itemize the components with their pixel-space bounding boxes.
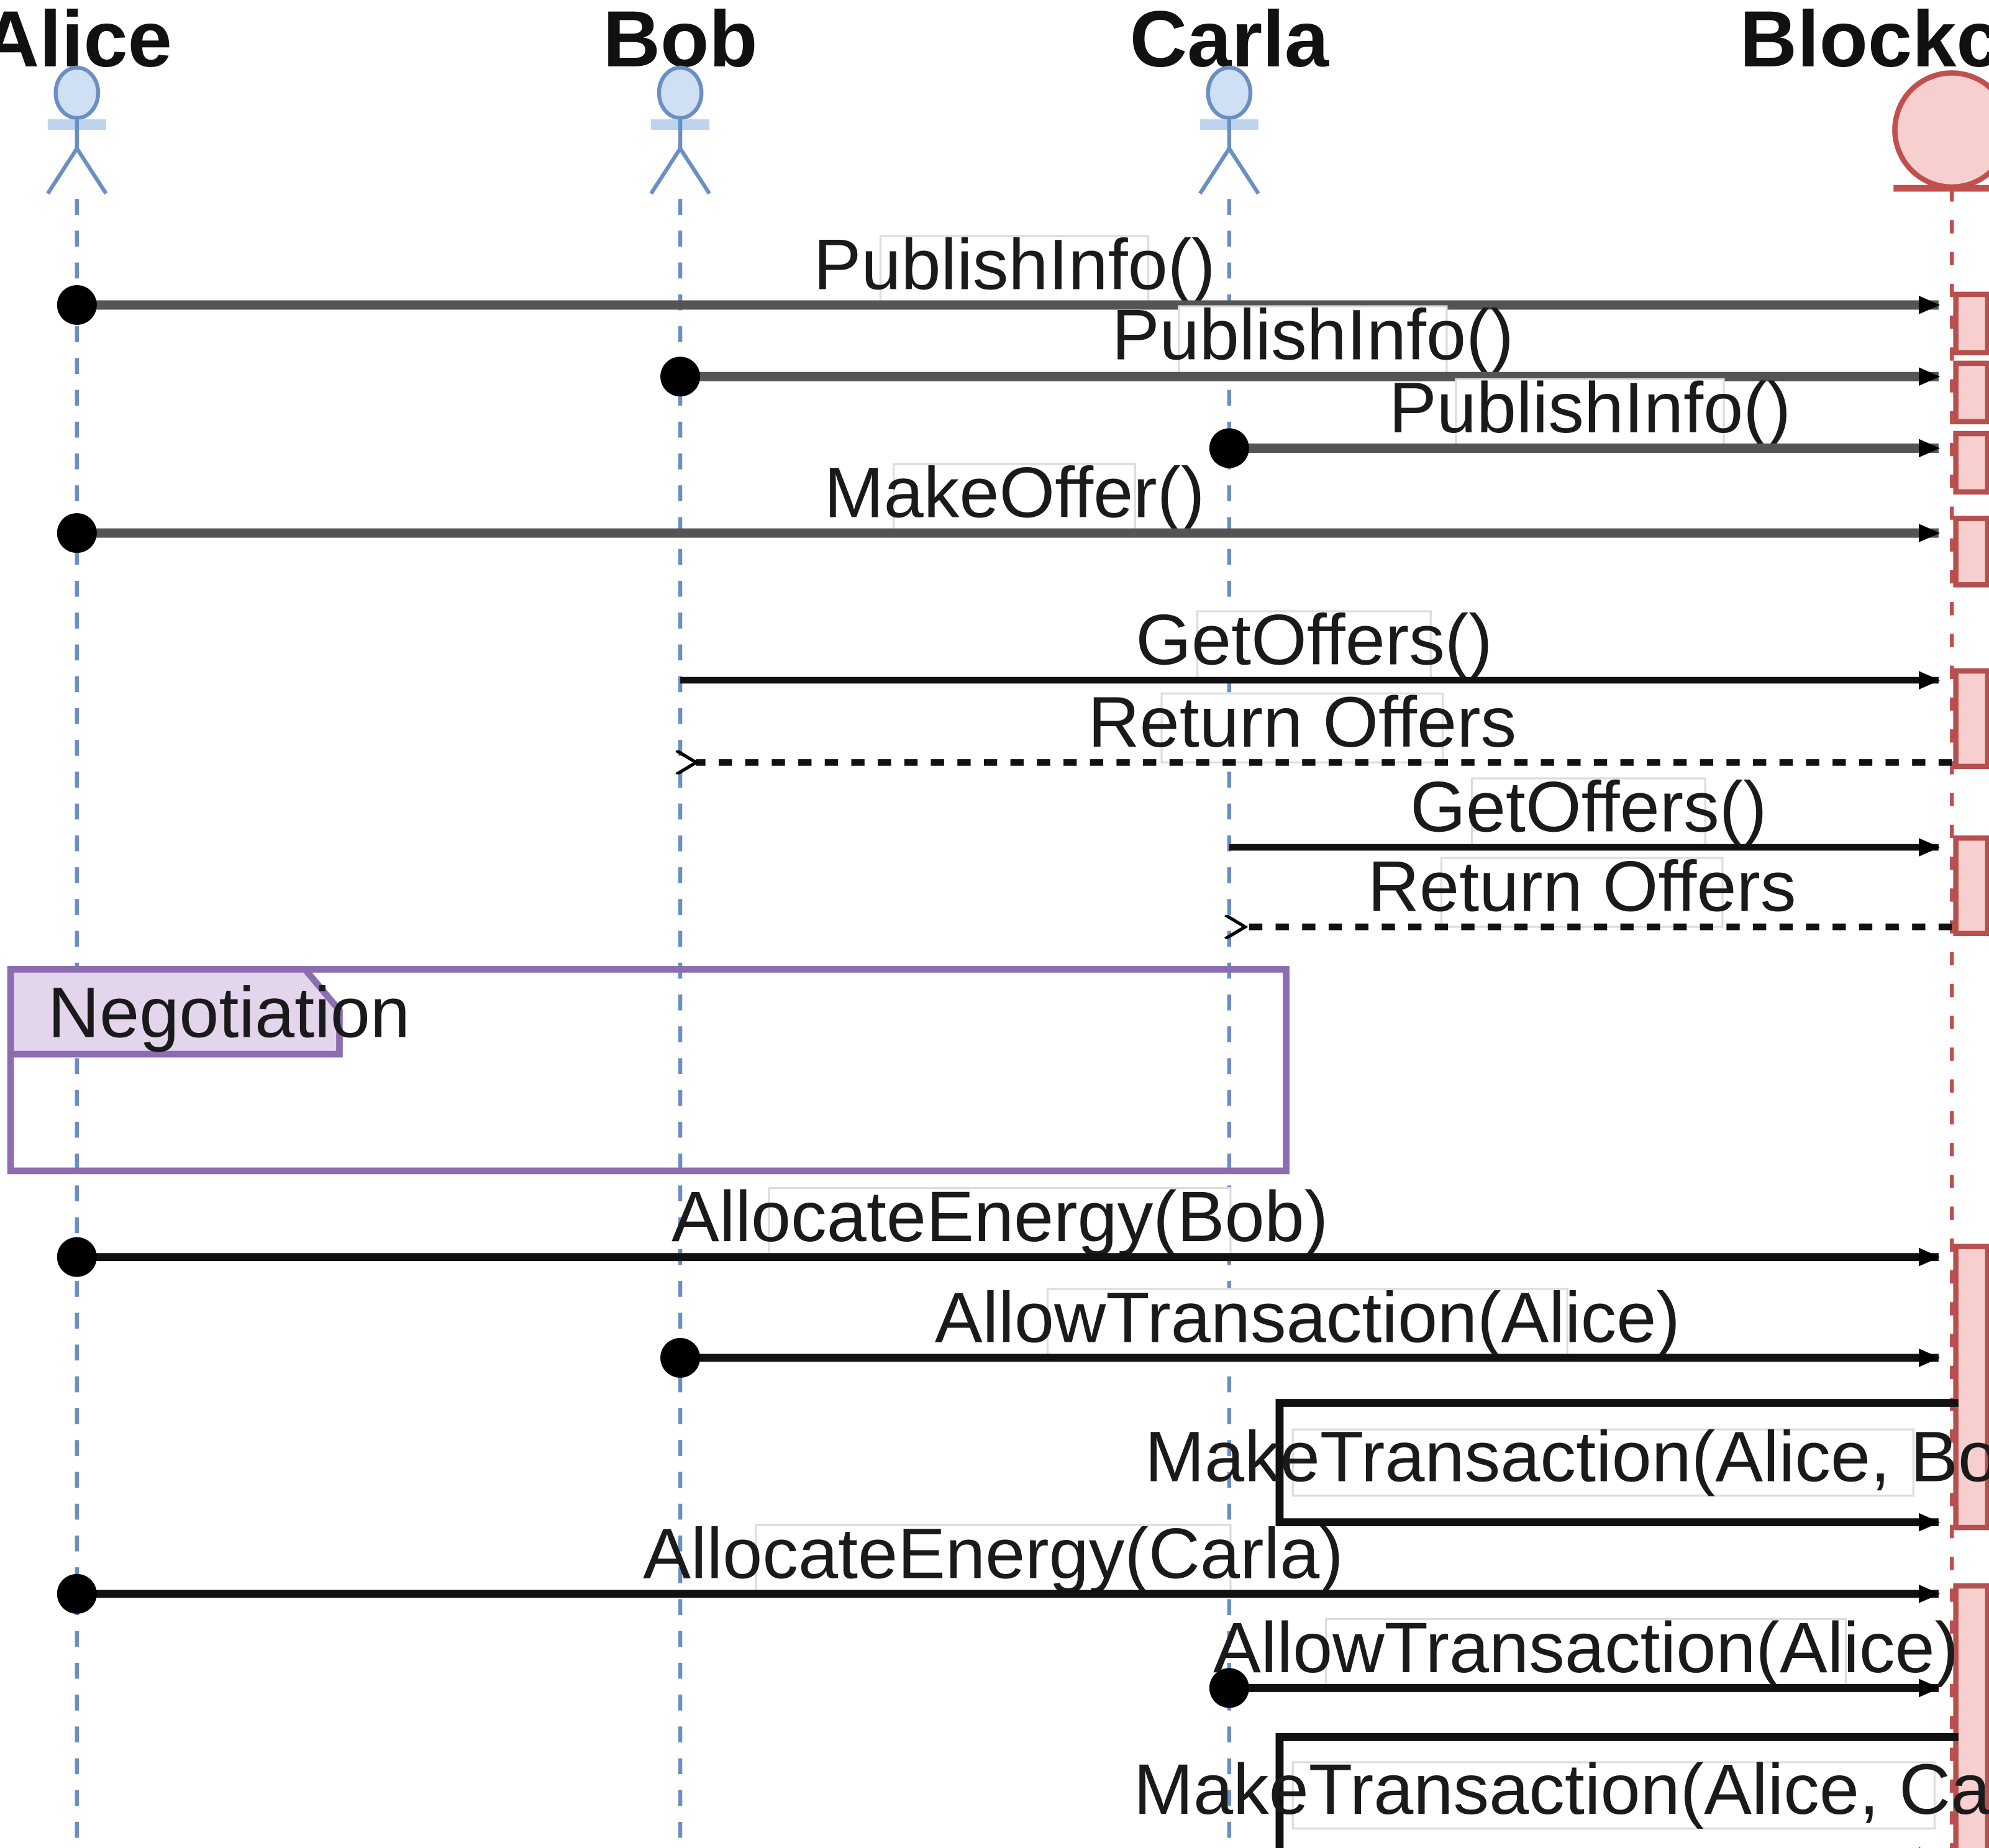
actor-label-blockchain: Blockchain xyxy=(1740,0,1989,84)
message-label: PublishInfo() xyxy=(1389,368,1791,448)
stick-figure-bob-icon xyxy=(649,65,711,195)
message-label-box xyxy=(1470,777,1706,849)
activation-bars xyxy=(1953,291,1989,1848)
lifeline-carla[interactable]: Carla xyxy=(1130,0,1330,1848)
message-source-ball xyxy=(57,1237,97,1277)
message-label-box xyxy=(1325,1618,1847,1690)
message-10-allowtransaction-alice[interactable]: AllowTransaction(Alice) xyxy=(660,1278,1941,1378)
activation-bar xyxy=(1953,668,1989,770)
message-source-ball xyxy=(57,513,97,553)
message-label-box xyxy=(1291,1761,1936,1830)
message-label: PublishInfo() xyxy=(813,225,1215,304)
message-label: AllocateEnergy(Bob) xyxy=(671,1177,1328,1257)
activation-bar xyxy=(1953,1583,1989,1848)
message-label: GetOffers() xyxy=(1136,600,1492,680)
message-label: Return Offers xyxy=(1088,683,1516,762)
message-12-allocateenergy-carla[interactable]: AllocateEnergy(Carla) xyxy=(57,1514,1941,1614)
message-13-allowtransaction-alice[interactable]: AllowTransaction(Alice) xyxy=(1209,1608,1959,1708)
fragment-tag xyxy=(7,966,343,1058)
message-label: MakeOffer() xyxy=(824,453,1205,533)
message-source-ball xyxy=(660,357,701,397)
message-source-ball xyxy=(1209,428,1249,468)
message-label-box xyxy=(1455,378,1725,450)
message-3-publishinfo[interactable]: PublishInfo() xyxy=(1209,368,1941,468)
message-source-ball xyxy=(57,284,97,325)
message-7-getoffers[interactable]: GetOffers() xyxy=(1229,767,1941,857)
combined-fragment-negotiation[interactable]: Negotiation xyxy=(7,966,1290,1175)
message-label: PublishInfo() xyxy=(1112,295,1514,375)
message-9-allocateenergy-bob[interactable]: AllocateEnergy(Bob) xyxy=(57,1177,1941,1277)
message-label: AllowTransaction(Alice) xyxy=(935,1278,1680,1357)
message-8-return-offers[interactable]: Return Offers xyxy=(1245,847,1952,927)
message-label: MakeTransaction(Alice, Carla) xyxy=(1134,1750,1989,1829)
message-2-publishinfo[interactable]: PublishInfo() xyxy=(660,295,1941,397)
message-label-box xyxy=(1196,610,1432,681)
message-4-makeoffer[interactable]: MakeOffer() xyxy=(57,453,1941,553)
message-source-ball xyxy=(57,1573,97,1614)
self-message-path xyxy=(1275,1399,1959,1532)
message-label-box xyxy=(768,1187,1232,1259)
message-label: MakeTransaction(Alice, Bob) xyxy=(1145,1417,1989,1496)
activation-bar xyxy=(1953,430,1989,495)
message-source-ball xyxy=(1209,1668,1249,1708)
message-14-maketransaction-alice-carla[interactable]: MakeTransaction(Alice, Carla) xyxy=(1134,1733,1989,1848)
stick-figure-alice-icon xyxy=(46,65,108,195)
message-1-publishinfo[interactable]: PublishInfo() xyxy=(57,225,1941,325)
lifeline-alice[interactable]: Alice xyxy=(0,0,172,1848)
lifeline-blockchain[interactable]: Blockchain xyxy=(1740,0,1989,1848)
fragment-label: Negotiation xyxy=(48,973,410,1052)
activation-bar xyxy=(1953,1244,1989,1531)
activation-bar xyxy=(1953,291,1989,356)
message-label-box xyxy=(1291,1428,1914,1497)
message-label-box xyxy=(893,463,1136,534)
message-label-box xyxy=(755,1524,1232,1595)
activation-bar xyxy=(1953,835,1989,937)
message-label-box xyxy=(1160,692,1444,764)
message-label-box xyxy=(1440,857,1724,928)
stick-figure-carla-icon xyxy=(1198,65,1260,195)
blockchain-circle-icon xyxy=(1892,70,1989,192)
message-label: AllowTransaction(Alice) xyxy=(1213,1608,1959,1688)
self-message-path xyxy=(1275,1733,1959,1848)
fragment-border xyxy=(7,966,1290,1175)
message-6-return-offers[interactable]: Return Offers xyxy=(696,683,1952,763)
message-5-getoffers[interactable]: GetOffers() xyxy=(680,600,1941,690)
message-label: GetOffers() xyxy=(1410,767,1767,847)
lifeline-bob[interactable]: Bob xyxy=(603,0,758,1848)
activation-bar xyxy=(1953,516,1989,588)
message-label-box xyxy=(1178,305,1448,376)
message-11-maketransaction-alice-bob[interactable]: MakeTransaction(Alice, Bob) xyxy=(1145,1399,1989,1532)
message-source-ball xyxy=(660,1337,701,1378)
message-label: AllocateEnergy(Carla) xyxy=(643,1514,1344,1593)
message-label: Return Offers xyxy=(1368,847,1796,927)
message-label-box xyxy=(1046,1288,1568,1359)
activation-bar xyxy=(1953,360,1989,425)
